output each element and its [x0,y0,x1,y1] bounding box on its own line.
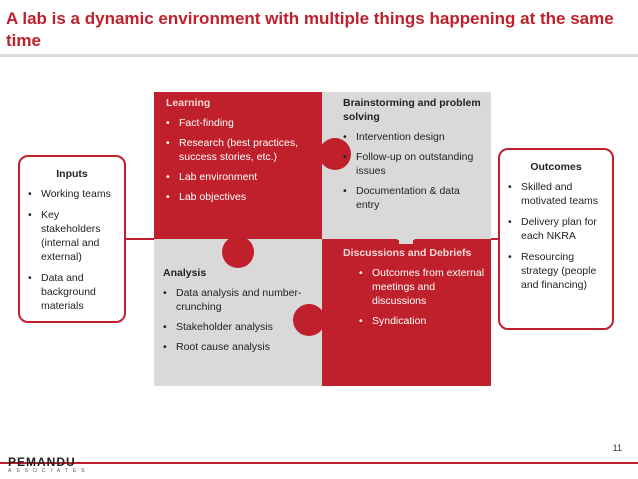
list-item: Delivery plan for each NKRA [508,215,604,243]
logo: PEMANDU ASSOCIATES [8,455,90,474]
discussions-quadrant: Discussions and Debriefs Outcomes from e… [343,246,488,334]
list-item: Stakeholder analysis [163,320,318,334]
logo-subtitle: ASSOCIATES [8,468,90,474]
tab-learning-neck [231,232,245,244]
list-item: Documentation & data entry [343,184,483,212]
list-item: Key stakeholders (internal and external) [28,208,116,264]
list-item: Syndication [359,314,488,328]
list-item: Skilled and motivated teams [508,180,604,208]
list-item: Data analysis and number-crunching [163,286,318,314]
slide-title: A lab is a dynamic environment with mult… [6,9,614,50]
footer-divider [0,462,638,464]
tab-brain-down [390,210,422,242]
list-item: Follow-up on outstanding issues [343,150,483,178]
list-item: Resourcing strategy (people and financin… [508,250,604,292]
brainstorming-quadrant: Brainstorming and problem solving Interv… [343,96,483,218]
inputs-box: Inputs Working teams Key stakeholders (i… [18,155,126,323]
outcomes-connector [491,238,498,240]
list-item: Outcomes from external meetings and disc… [359,266,488,308]
discussions-heading: Discussions and Debriefs [343,247,472,259]
list-item: Research (best practices, success storie… [166,136,316,164]
analysis-quadrant: Analysis Data analysis and number-crunch… [163,266,318,360]
list-item: Data and background materials [28,271,116,313]
outcomes-box: Outcomes Skilled and motivated teams Del… [498,148,614,330]
tab-discuss-neck [316,313,326,327]
inputs-connector [126,238,154,240]
outcomes-heading: Outcomes [530,161,582,173]
list-item: Lab objectives [166,190,316,204]
tab-analysis-neck [318,147,328,161]
logo-name: PEMANDU [8,455,76,469]
list-item: Fact-finding [166,116,316,130]
list-item: Intervention design [343,130,483,144]
page-number: 11 [612,443,622,453]
quad-bottom-right-bg [322,239,491,386]
list-item: Lab environment [166,170,316,184]
analysis-heading: Analysis [163,267,207,279]
list-item: Root cause analysis [163,340,318,354]
title-divider [0,54,638,57]
inputs-heading: Inputs [56,168,88,180]
learning-quadrant: Learning Fact-finding Research (best pra… [166,96,316,210]
tab-brain-neck [399,234,413,244]
brainstorming-heading: Brainstorming and problem solving [343,97,481,123]
list-item: Working teams [28,187,116,201]
tab-learning-down [222,236,254,268]
learning-heading: Learning [166,97,211,109]
